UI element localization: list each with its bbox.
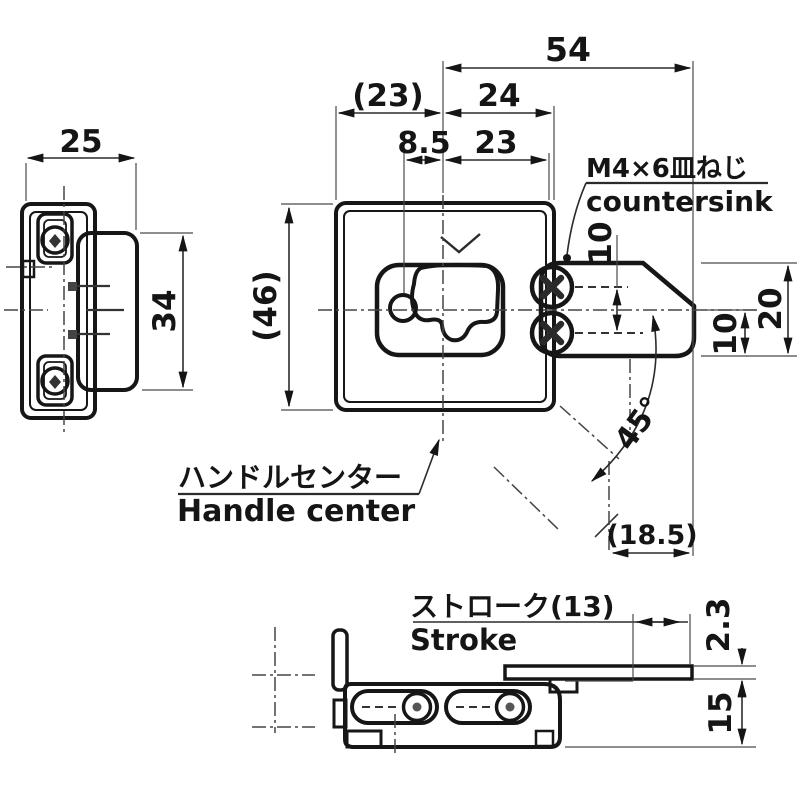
front-surface-mark <box>440 233 481 254</box>
dim-18-5-label: (18.5) <box>606 520 697 551</box>
dim-24: 24 <box>444 78 555 200</box>
side-edge-tab <box>21 259 36 279</box>
dim-20-label: 20 <box>753 287 789 330</box>
dim-10-arm: 10 <box>705 309 756 356</box>
countersunk-screw-top <box>529 264 575 310</box>
rotated-handle-line-lower <box>493 466 561 532</box>
side-pawl-marks <box>72 284 124 336</box>
side-latch-body <box>76 231 139 392</box>
dim-10-arm-label: 10 <box>708 312 744 355</box>
side-top-screw <box>40 225 70 255</box>
bottom-right-pin <box>534 729 555 748</box>
dim-54: 54 <box>442 30 694 556</box>
side-top-screw-boss <box>36 212 74 265</box>
dim-24-label: 24 <box>477 78 520 114</box>
dim-stroke-jp-label: ストローク(13) <box>410 590 615 623</box>
dim-46: (46) <box>248 203 333 411</box>
rotated-handle-line-upper <box>559 405 620 460</box>
dim-45-label: 45° <box>608 390 670 456</box>
bottom-slot-right-screw <box>494 691 526 723</box>
handle-center-jp-label: ハンドルセンター <box>178 461 402 494</box>
side-bottom-screw-boss <box>36 354 74 407</box>
dim-18-5: (18.5) <box>606 520 698 558</box>
bottom-flange <box>331 628 349 692</box>
dim-34-label: 34 <box>147 289 183 332</box>
dim-23-plate-label: (23) <box>352 78 423 114</box>
dim-46-label: (46) <box>248 270 284 341</box>
rotated-tip-tick <box>594 513 619 538</box>
dim-8-5: 8.5 <box>397 126 451 293</box>
dim-34: 34 <box>140 232 193 391</box>
countersunk-screw-bottom <box>529 310 575 356</box>
front-view <box>318 195 757 552</box>
dim-23-plate: (23) <box>335 78 442 200</box>
dim-10-screw-label: 10 <box>583 221 619 264</box>
bottom-strike-bar <box>503 664 694 681</box>
screw-spec-jp-label: M4×6皿ねじ <box>586 154 748 184</box>
side-pawl-nub-bottom <box>68 330 77 339</box>
front-plate-outer <box>334 201 556 412</box>
dim-23-inner-label: 23 <box>474 125 517 161</box>
leader-dot <box>563 254 571 262</box>
front-latch-pawl <box>410 262 501 343</box>
dim-stroke: ストローク(13) Stroke <box>410 590 691 681</box>
dim-25-label: 25 <box>59 124 102 160</box>
handle-center-callout: ハンドルセンター Handle center <box>177 438 440 529</box>
bottom-left-foot <box>345 729 383 749</box>
label-layer: ハンドルセンター Handle center M4×6皿ねじ countersi… <box>177 154 774 529</box>
dim-25: 25 <box>25 124 137 230</box>
dim-54-label: 54 <box>545 30 591 69</box>
dim-8-5-label: 8.5 <box>397 126 450 161</box>
dim-2-3: 2.3 <box>565 598 756 697</box>
dim-10-screw-pitch: 10 <box>583 221 622 332</box>
screw-spec-en-label: countersink <box>586 185 774 218</box>
side-bottom-screw <box>40 366 70 396</box>
side-pawl-nub-top <box>68 282 77 291</box>
dim-stroke-en-label: Stroke <box>410 623 517 657</box>
dim-15-label: 15 <box>703 691 739 734</box>
handle-center-en-label: Handle center <box>177 494 415 529</box>
dimension-layer: 25 34 (46) 54 (23) <box>25 30 797 748</box>
front-pivot-hole <box>388 293 418 323</box>
bottom-view <box>252 627 694 757</box>
dim-2-3-label: 2.3 <box>701 598 737 653</box>
dim-23-inner: 23 <box>444 125 550 200</box>
screw-spec-callout: M4×6皿ねじ countersink <box>563 154 774 262</box>
bottom-left-tab <box>332 698 348 729</box>
bottom-slot-left-screw <box>401 691 433 723</box>
bottom-slot-right <box>444 689 532 725</box>
dim-20-arm: 20 <box>701 262 797 357</box>
side-view <box>4 186 139 433</box>
dim-15: 15 <box>565 680 756 748</box>
rotation-arc <box>590 314 661 482</box>
